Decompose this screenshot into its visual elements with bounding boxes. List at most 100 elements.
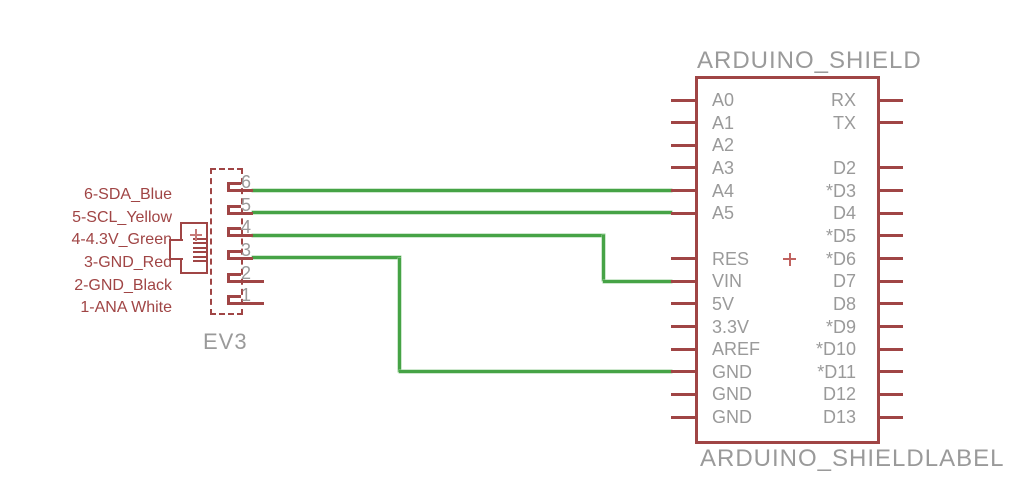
rj-contact-tick (193, 246, 206, 249)
shield-pin-label: D4 (832, 203, 856, 224)
ev3-pin-number: 6 (241, 172, 252, 192)
ev3-symbol-outline (210, 168, 243, 315)
ev3-pin-stub (227, 279, 264, 283)
shield-pin-label: VIN (712, 271, 743, 292)
ev3-pin-number: 4 (241, 217, 252, 238)
shield-body-box (695, 76, 880, 444)
shield-right-pin-stub (877, 257, 903, 261)
shield-right-pin-stub (877, 234, 903, 238)
shield-right-pin-stub (877, 189, 903, 193)
rj-jack-tab (169, 239, 183, 260)
ev3-pin-hook (227, 227, 241, 238)
rj-contact-tick (193, 260, 206, 262)
shield-pin-label: 5V (712, 293, 735, 314)
shield-left-pin-stub (671, 347, 695, 351)
ev3-pin-stub (227, 211, 253, 215)
shield-right-pin-stub (877, 166, 903, 170)
ev3-pin-name-label: 4-4.3V_Green (71, 231, 172, 249)
shield-pin-label: *D6 (825, 248, 856, 269)
shield-right-pin-stub (877, 392, 903, 396)
origin-cross-icon (788, 252, 791, 266)
wire-segment (252, 188, 672, 192)
shield-left-pin-stub (671, 143, 695, 147)
shield-right-pin-stub (877, 121, 903, 125)
ev3-pin-name-label: 1-ANA White (80, 299, 172, 317)
origin-cross-icon (195, 229, 197, 241)
shield-pin-label: *D5 (825, 225, 856, 246)
shield-pin-label: A4 (712, 180, 735, 201)
shield-pin-label: 3.3V (712, 316, 750, 337)
wire-segment (603, 279, 672, 283)
shield-pin-label: TX (832, 112, 856, 133)
shield-pin-label: RX (830, 90, 856, 110)
ev3-pin-number: 2 (241, 262, 252, 283)
shield-pin-label: *D9 (825, 316, 856, 337)
ev3-pin-name-label: 2-GND_Black (74, 276, 172, 294)
shield-pin-label: GND (712, 361, 752, 382)
shield-pin-label: D2 (832, 157, 856, 178)
shield-pin-label: D13 (822, 407, 856, 428)
shield-pin-label: *D10 (815, 339, 856, 360)
shield-pin-label: A3 (712, 157, 735, 178)
shield-pin-label: A1 (712, 112, 735, 133)
shield-right-pin-stub (877, 302, 903, 306)
shield-pin-label: GND (712, 407, 752, 428)
shield-right-pin-stub (877, 211, 903, 215)
shield-right-pin-stub (877, 98, 903, 102)
shield-left-pin-stub (671, 257, 695, 261)
shield-left-pin-stub (671, 189, 695, 193)
shield-left-pin-stub (671, 415, 695, 419)
rj-contact-tick (193, 242, 206, 245)
shield-right-pin-stub (877, 325, 903, 328)
ev3-pin-hook (227, 204, 241, 215)
ev3-pin-stub (227, 302, 264, 306)
shield-pin-label: A0 (712, 90, 735, 110)
wire-segment (399, 370, 672, 374)
wire-segment (252, 256, 401, 260)
shield-pin-label: D8 (832, 293, 856, 314)
ev3-pin-number: 3 (241, 239, 252, 260)
ev3-pin-stub (227, 189, 253, 192)
ev3-pin-name-label: 6-SDA_Blue (83, 186, 172, 203)
rj-contact-tick (193, 251, 206, 254)
ev3-pin-hook (227, 182, 241, 192)
ev3-pin-stub (227, 256, 253, 260)
shield-left-pin-stub (671, 325, 695, 328)
shield-pin-label: AREF (712, 339, 761, 360)
ev3-pin-hook (227, 295, 241, 306)
ev3-pin-name-label: 5-SCL_Yellow (72, 208, 172, 226)
shield-left-pin-stub (671, 121, 695, 125)
shield-pin-label: RES (712, 248, 750, 269)
shield-pin-label: *D11 (817, 361, 856, 382)
shield-bottom-label: ARDUINO_SHIELDLABEL (700, 445, 1005, 472)
ev3-part-name: EV3 (203, 329, 248, 354)
shield-left-pin-stub (671, 370, 695, 374)
rj-contact-tick (193, 238, 206, 240)
shield-pin-label: *D3 (825, 180, 856, 201)
shield-right-pin-stub (877, 415, 903, 419)
shield-right-pin-stub (877, 279, 903, 283)
shield-pin-label: A2 (712, 135, 735, 156)
shield-pin-label: D7 (832, 271, 856, 292)
ev3-pin-number: 5 (241, 194, 252, 215)
ev3-pin-stub (227, 234, 253, 238)
shield-left-pin-stub (671, 211, 695, 215)
wire-segment (252, 211, 672, 215)
shield-left-pin-stub (671, 98, 695, 102)
wire-segment (397, 257, 401, 372)
ev3-pin-number: 1 (241, 285, 252, 306)
ev3-pin-hook (227, 272, 241, 283)
wire-segment (601, 235, 605, 282)
shield-title: ARDUINO_SHIELD (697, 47, 922, 74)
shield-right-pin-stub (877, 347, 903, 351)
shield-left-pin-stub (671, 166, 695, 170)
shield-pin-label: D12 (822, 384, 856, 405)
shield-left-pin-stub (671, 392, 695, 396)
shield-pin-label: GND (712, 384, 752, 405)
wire-segment (252, 233, 605, 237)
ev3-pin-name-label: 3-GND_Red (83, 253, 172, 271)
rj-contact-tick (193, 255, 206, 258)
ev3-pin-hook (227, 249, 241, 260)
shield-right-pin-stub (877, 370, 903, 374)
